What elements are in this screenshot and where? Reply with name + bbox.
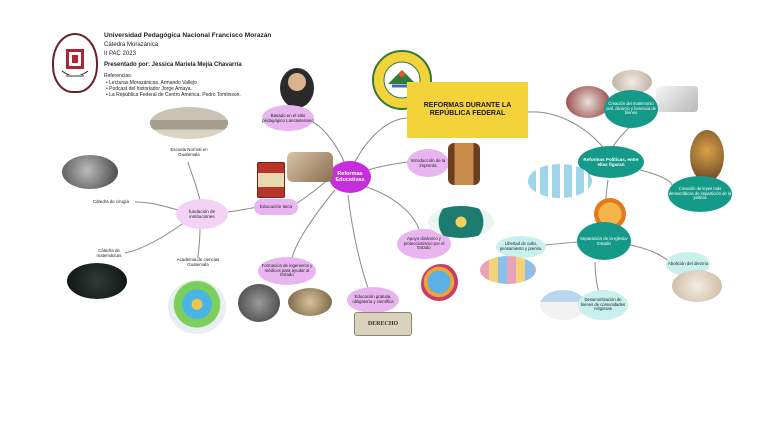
node-lancasteriano: Basado en el sitio pedagógico Lancasteri…	[262, 105, 314, 131]
node-educacion-gratuita: Educación gratuita, obligatoria y cientí…	[347, 287, 399, 313]
link-educativas-formacion	[291, 189, 336, 259]
link-educativas-gratuita	[347, 194, 369, 289]
apoyo-image-idea	[428, 206, 494, 238]
node-formacion-label: Formación de ingenieros y médicos para a…	[261, 262, 313, 278]
node-leyes: Creación de leyes más democráticas de im…	[668, 176, 732, 212]
link-educativas-lancasteriano	[311, 121, 346, 165]
node-libertad-label: Libertad de culto, pensamiento y prensa.	[499, 241, 543, 251]
node-formacion: Formación de ingenieros y médicos para a…	[258, 257, 316, 285]
derecho-label: DERECHO	[367, 321, 399, 327]
node-fundacion: fundación de instituciones	[176, 199, 228, 229]
label-matematicas: Cátedra de matemáticas	[96, 248, 122, 258]
node-educacion-laica-label: Educación laica	[259, 204, 293, 210]
node-lancasteriano-label: Basado en el sitio pedagógico Lancasteri…	[262, 112, 314, 123]
libertad-image	[480, 256, 536, 284]
justicia-image	[690, 130, 724, 182]
node-educacion-laica: Educación laica	[254, 199, 298, 215]
node-reformas-educativas-label: Reformas Educativas	[335, 170, 365, 183]
node-reformas-politicas: Reformas Políticas, entre ellas figuran	[578, 146, 644, 178]
imprenta-image	[448, 143, 480, 185]
matrimonio-image-3	[656, 86, 698, 112]
matrimonio-image-1	[566, 86, 610, 118]
node-imprenta-label: Introducción de la imprenta	[410, 157, 446, 168]
node-reformas-educativas: Reformas Educativas	[329, 161, 371, 193]
university-logo	[52, 33, 98, 93]
node-libertad: Libertad de culto, pensamiento y prensa.	[496, 236, 546, 258]
classroom-image	[287, 152, 333, 182]
link-center-educativas	[351, 117, 408, 169]
link-educativas-imprenta	[367, 161, 409, 171]
link-separacion-diezmo	[629, 244, 671, 263]
label-academia: Academia de ciencias Guatemala	[176, 257, 220, 267]
matematicas-image	[67, 263, 127, 299]
node-apoyo-label: Apoyo dinámico y proteccionismo por el E…	[403, 235, 445, 251]
link-educativas-apoyo	[359, 184, 421, 233]
node-diezmo-label: Abolición del diezmo	[667, 261, 709, 267]
label-escuela-normal: Escuela Normal en Guatemala	[170, 147, 208, 157]
link-center-politicas	[527, 111, 606, 151]
node-leyes-label: Creación de leyes más democráticas de im…	[668, 185, 732, 201]
node-desamortizacion-label: Desamortización de bienes de comunidades…	[580, 296, 626, 312]
diezmo-image	[672, 270, 722, 302]
escuela-normal-image	[150, 107, 228, 139]
link-fundacion-matematicas	[124, 221, 186, 254]
formacion-image-1	[238, 284, 280, 322]
academia-image	[168, 280, 226, 334]
node-imprenta: Introducción de la imprenta	[407, 149, 449, 177]
term: II PAC 2023	[104, 51, 136, 57]
central-title: REFORMAS DURANTE LA REPÚBLICA FEDERAL	[423, 101, 512, 117]
link-politicas-matrimonio	[611, 125, 631, 149]
reference-2: • Podcast del historiador Jorge Amaya.	[106, 86, 192, 92]
link-politicas-leyes	[639, 169, 673, 186]
formacion-image-2	[288, 288, 332, 316]
apoyo-image-globe	[421, 264, 461, 304]
link-fundacion-escuela	[187, 161, 201, 201]
chair-name: Cátedra Morazánica	[104, 42, 159, 48]
node-matrimonio-label: Creación del matrimonio civil, divorcio …	[605, 100, 657, 116]
node-desamortizacion: Desamortización de bienes de comunidades…	[578, 290, 628, 320]
node-separacion: Separación de la Iglesia-Estado	[577, 222, 631, 260]
derecho-image: DERECHO	[354, 312, 412, 336]
node-educacion-gratuita-label: Educación gratuita, obligatoria y cientí…	[352, 294, 394, 304]
node-fundacion-label: fundación de instituciones	[188, 208, 216, 219]
node-separacion-label: Separación de la Iglesia-Estado	[579, 235, 629, 246]
book-cover-image	[257, 162, 285, 198]
reference-1: • Lecturas Morazánicas. Armando Vallejo	[106, 80, 197, 86]
portrait-lancaster-image	[280, 68, 314, 108]
node-matrimonio: Creación del matrimonio civil, divorcio …	[604, 90, 658, 128]
link-separacion-libertad	[544, 241, 579, 246]
node-reformas-politicas-label: Reformas Políticas, entre ellas figuran	[583, 156, 639, 167]
presented-by: Presentado por: Jessica Mariela Mejía Ch…	[104, 62, 242, 68]
references-title: Referencias:	[104, 73, 133, 79]
reference-3: • La República Federal de Centro América…	[106, 92, 241, 98]
university-name: Universidad Pedagógica Nacional Francisc…	[104, 32, 272, 39]
politicas-image	[528, 164, 592, 198]
link-laica-fundacion	[227, 206, 259, 213]
link-fundacion-academia	[197, 227, 201, 259]
label-cirugia: Cátedra de cirugía	[92, 199, 130, 204]
link-fundacion-cirugia	[134, 201, 179, 211]
shield-logo-icon	[61, 49, 89, 77]
cirugia-image	[62, 155, 118, 189]
central-title-box: REFORMAS DURANTE LA REPÚBLICA FEDERAL	[407, 82, 528, 138]
